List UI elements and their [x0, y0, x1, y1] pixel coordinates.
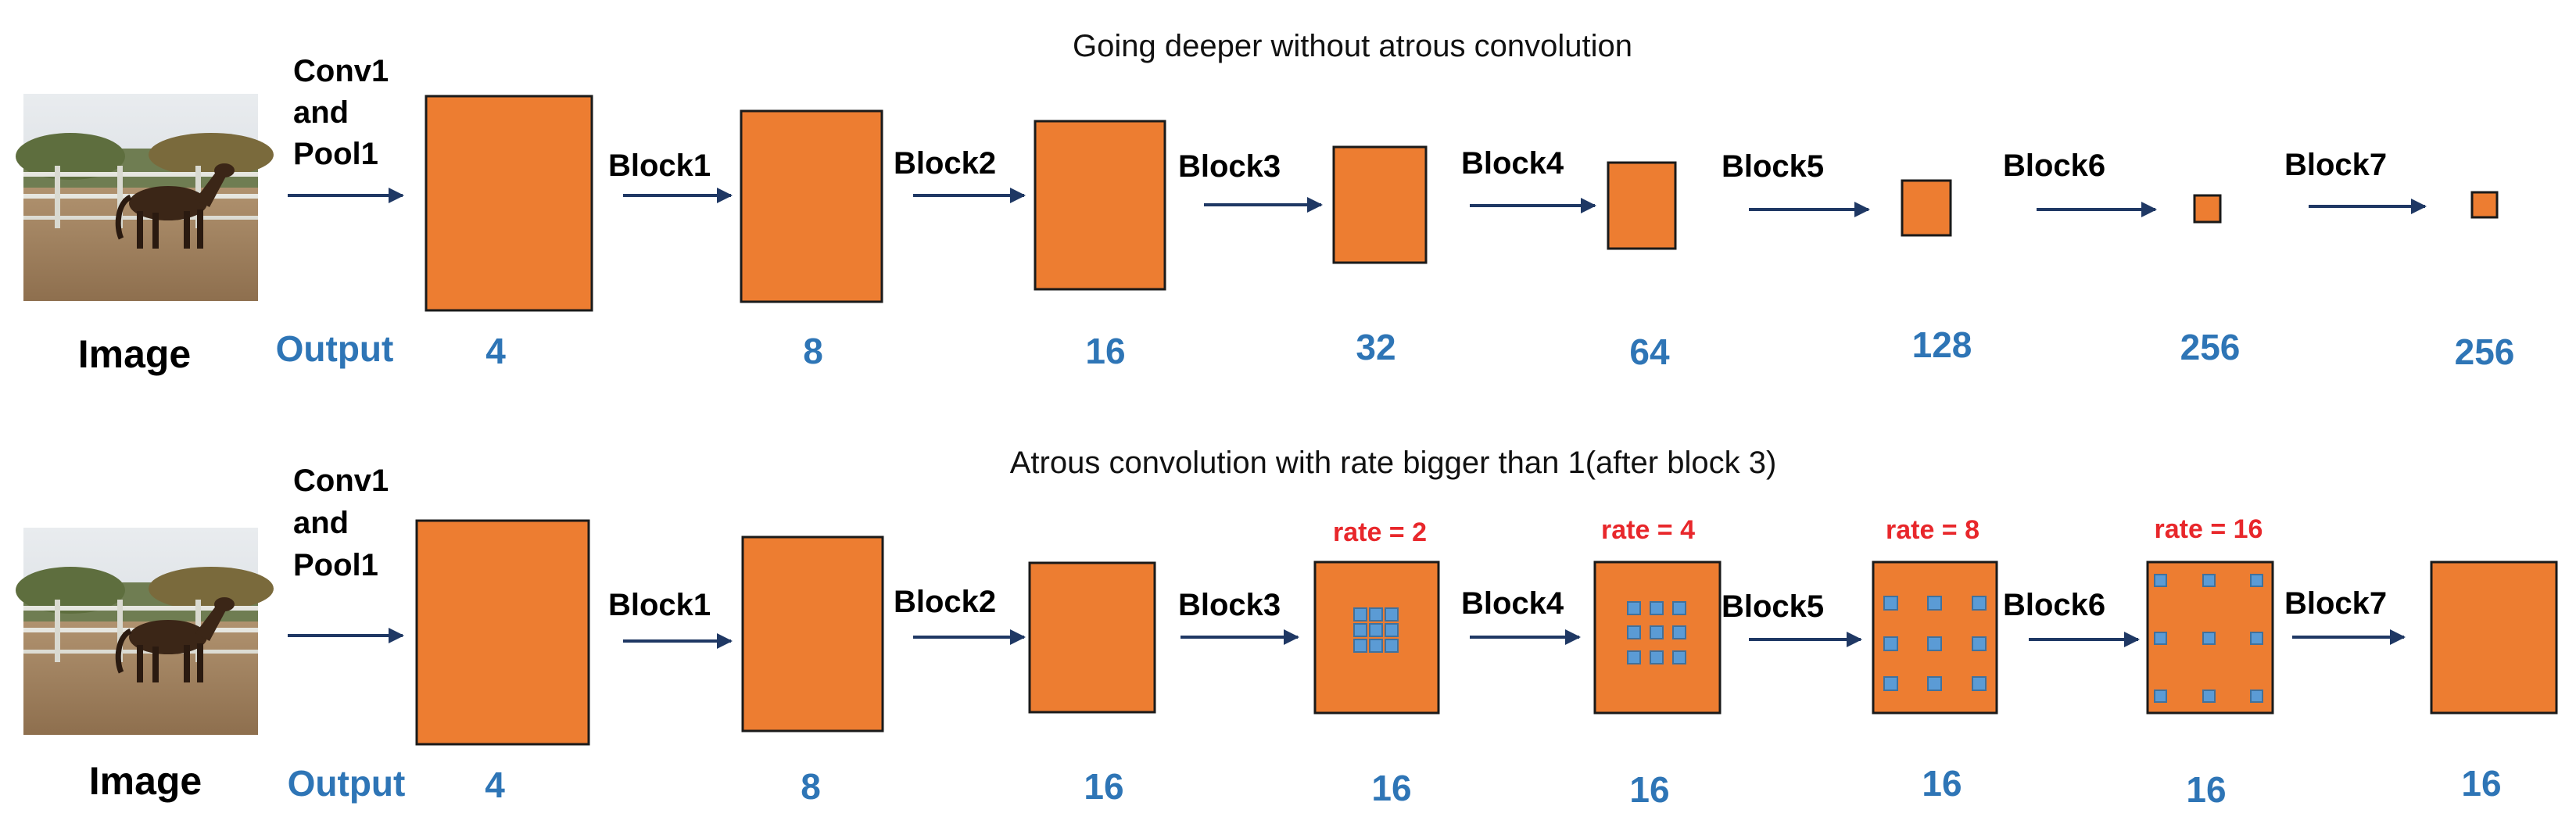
output-stride: 16 [1371, 768, 1411, 808]
block-label: Block5 [1722, 149, 1824, 184]
stage: Block7 256 [2284, 148, 2514, 372]
image-label: Image [89, 759, 202, 803]
block-label: Block2 [894, 585, 996, 619]
output-stride: 16 [1084, 766, 1123, 807]
input-label-line-3: Pool1 [293, 548, 378, 582]
output-label: Output [288, 763, 406, 804]
feature-map [425, 95, 593, 312]
output-stride: 8 [803, 331, 823, 371]
feature-map [1028, 561, 1156, 714]
input-label-line-2: and [293, 506, 349, 540]
output-stride: 256 [2180, 327, 2241, 367]
output-stride: 4 [485, 331, 506, 371]
atrous-kernel [1353, 607, 1399, 653]
output-stride: 16 [1085, 331, 1125, 371]
atrous-kernel [2154, 574, 2263, 703]
row-atrous: Atrous convolution with rate bigger than… [16, 446, 2558, 810]
block-label: Block4 [1461, 146, 1564, 181]
stage: Block6 rate = 16 16 [2003, 514, 2274, 810]
atrous-kernel [1883, 596, 1987, 691]
rate-label: rate = 2 [1333, 518, 1427, 547]
output-stride: 4 [485, 765, 505, 805]
stage: Block3 32 [1178, 145, 1428, 367]
output-stride: 256 [2455, 331, 2515, 372]
input-label-line-1: Conv1 [293, 54, 389, 88]
output-stride: 16 [1922, 763, 1962, 804]
block-label: Block3 [1178, 588, 1281, 622]
output-stride: 16 [2186, 769, 2226, 810]
input-label-line-3: Pool1 [293, 137, 378, 171]
stage: Block2 16 [894, 120, 1166, 371]
stage: Block5 128 [1722, 149, 1972, 365]
row-title: Going deeper without atrous convolution [1073, 29, 1632, 63]
feature-map [1034, 120, 1166, 291]
block-label: Block4 [1461, 586, 1564, 621]
block-label: Block7 [2284, 586, 2387, 621]
output-stride: 32 [1356, 327, 1395, 367]
row-title: Atrous convolution with rate bigger than… [1010, 446, 1777, 480]
block-label: Block7 [2284, 148, 2387, 182]
stage: Block4 rate = 4 16 [1461, 515, 1722, 810]
block-label: Block6 [2003, 149, 2105, 183]
stage: Block7 16 [2284, 561, 2558, 804]
block-label: Block5 [1722, 589, 1824, 624]
feature-map [740, 109, 883, 303]
feature-map [2470, 191, 2499, 219]
block-label: Block6 [2003, 588, 2105, 622]
output-stride: 128 [1912, 324, 1972, 365]
feature-map [1332, 145, 1428, 264]
stage: Block4 64 [1461, 146, 1677, 372]
feature-map [2193, 194, 2222, 224]
block-label: Block3 [1178, 149, 1281, 184]
block-label: Block2 [894, 146, 996, 181]
output-label: Output [276, 328, 394, 369]
row-standard: Going deeper without atrous convolution … [16, 29, 2514, 376]
stage: Block5 rate = 8 16 [1722, 515, 1998, 804]
stage: Block1 8 [608, 109, 883, 371]
feature-map [2430, 561, 2558, 715]
feature-map [1607, 161, 1677, 250]
stage: Block3 rate = 2 16 [1178, 518, 1440, 808]
output-stride: 64 [1629, 331, 1670, 372]
input-label-line-1: Conv1 [293, 464, 389, 498]
output-stride: 16 [2461, 763, 2501, 804]
stage: 4 [415, 519, 590, 805]
input-image [16, 94, 274, 301]
rate-label: rate = 8 [1886, 515, 1979, 545]
feature-map [415, 519, 590, 746]
feature-map [1313, 561, 1440, 715]
block-label: Block1 [608, 149, 711, 183]
rate-label: rate = 4 [1601, 515, 1695, 545]
stage: 4 [425, 95, 593, 371]
image-label: Image [78, 332, 192, 376]
stage: Block2 16 [894, 561, 1156, 807]
block-label: Block1 [608, 588, 711, 622]
stage: Block6 256 [2003, 149, 2240, 367]
stage: Block1 8 [608, 535, 884, 807]
input-label-line-2: and [293, 95, 349, 130]
atrous-kernel [1627, 601, 1686, 664]
output-stride: 8 [801, 766, 821, 807]
input-image [16, 528, 274, 735]
rate-label: rate = 16 [2155, 514, 2263, 544]
feature-map [1901, 179, 1952, 237]
output-stride: 16 [1629, 769, 1669, 810]
feature-map [741, 535, 884, 732]
